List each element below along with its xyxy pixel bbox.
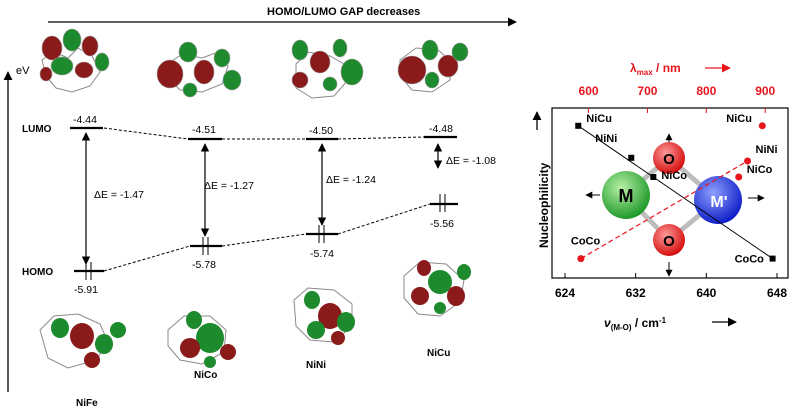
black-point-label: NiNi [595,133,617,145]
atom-label-o-bottom: O [663,233,675,250]
orbital-nini-lumo [291,38,364,99]
black-point-label: CoCo [735,254,765,266]
red-point-label: NiNi [756,144,778,156]
x-tick-label: 632 [626,286,646,300]
top-axis-title: λmax / nm [630,61,731,77]
red-circle-point [744,157,752,165]
svg-text:λmax / nm: λmax / nm [630,61,681,77]
black-point-label: NiCo [661,170,687,182]
red-circle-point [735,173,743,181]
x-tick-label: 624 [555,286,575,300]
metal-m-prime-sphere [694,176,742,224]
orbital-nicu-lumo [397,39,469,93]
complex-nicu-levels: -4.48 ΔE = -1.08 -5.56 NiCu [424,123,496,359]
complex-nife-levels: -4.44 ΔE = -1.47 -5.91 NiFe [70,114,144,409]
orbital-nico-homo [167,311,236,368]
red-trend-line [580,160,748,260]
bottom-axis-sub: (M-O) [611,323,632,332]
atom-label-m: M [619,186,634,206]
lumo-value-nicu: -4.48 [429,123,453,135]
oxygen-top-sphere [653,142,685,174]
x-tick-label: 640 [696,286,716,300]
y-axis-label: Nucleophilicity [537,162,551,248]
red-circle-point [758,122,766,130]
gap-value-nico: ΔE = -1.27 [204,180,254,192]
x2-tick-label: 800 [696,84,716,98]
black-square-point [650,174,657,180]
y-axis-title: Nucleophilicity [532,111,551,248]
x-tick-label: 648 [767,286,787,300]
complex-name-nico: NiCo [194,370,217,381]
gap-value-nife: ΔE = -1.47 [94,189,144,201]
lumo-value-nife: -4.44 [73,114,97,126]
oxygen-bottom-sphere [653,224,685,256]
nucleophilicity-chart: λmax / nm ν(M-O) / cm-1 Nucleophilicity … [532,61,789,332]
energy-unit-label: eV [16,65,30,77]
orbital-nife-homo [39,313,126,369]
complex-nico-levels: -4.51 ΔE = -1.27 -5.78 NiCo [188,124,254,381]
bottom-axis-title: ν(M-O) / cm-1 [604,316,737,332]
homo-value-nife: -5.91 [74,284,98,296]
gap-value-nini: ΔE = -1.24 [326,174,376,186]
lumo-orbital-illustrations [39,28,469,99]
svg-text:ν(M-O) / cm-1: ν(M-O) / cm-1 [604,316,667,332]
metal-m-sphere [602,171,650,219]
homo-orbital-illustrations [39,260,471,369]
red-circle-point [577,255,585,263]
orbital-nini-homo [293,287,355,345]
black-trend-line [577,125,773,260]
m2o2-inset: M M' O O [585,133,765,277]
bottom-axis-nu: ν [604,316,611,330]
black-square-point [628,154,635,161]
orbital-nicu-homo [403,260,471,317]
lumo-label: LUMO [22,124,52,135]
black-point-label: NiCu [586,113,612,125]
homo-value-nico: -5.78 [192,259,216,271]
red-point-label: NiCo [747,164,773,176]
black-square-point [769,255,776,262]
bottom-axis-unit: / cm [632,316,659,330]
orbital-nife-lumo [39,28,110,93]
x2-tick-label: 600 [579,84,599,98]
complex-name-nife: NiFe [76,398,98,409]
homo-value-nini: -5.74 [310,248,334,260]
gap-value-nicu: ΔE = -1.08 [446,155,496,167]
complex-nini-levels: -4.50 ΔE = -1.24 -5.74 NiNi [306,125,376,371]
gap-trend-title: HOMO/LUMO GAP decreases [267,6,420,18]
complex-name-nini: NiNi [306,360,326,371]
top-axis-sub: max [637,68,654,77]
complex-name-nicu: NiCu [427,348,450,359]
black-square-point [575,122,582,129]
lumo-value-nini: -4.50 [309,125,333,137]
top-axis-lambda: λ [630,61,637,75]
red-point-label: NiCu [726,113,752,125]
homo-label: HOMO [22,267,53,278]
correlation-dashes [103,127,431,272]
x2-tick-label: 700 [637,84,657,98]
atom-label-o-top: O [663,151,675,168]
atom-label-m-prime: M' [710,194,727,211]
bottom-axis-sup: -1 [659,316,667,325]
homo-value-nicu: -5.56 [430,218,454,230]
x2-tick-label: 900 [755,84,775,98]
red-point-label: CoCo [571,236,601,248]
lumo-value-nico: -4.51 [192,124,216,136]
orbital-nico-lumo [156,41,242,98]
top-axis-unit: / nm [653,61,681,75]
